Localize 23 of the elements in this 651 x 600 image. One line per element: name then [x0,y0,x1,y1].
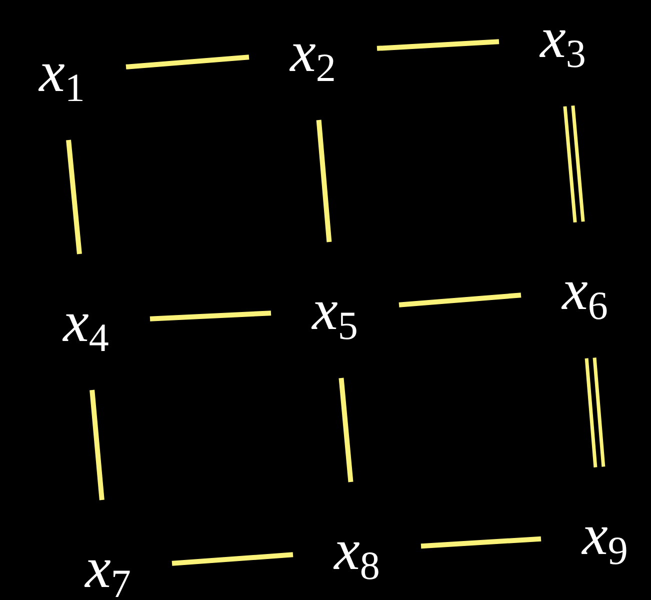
variable-label: x$_{2}$ [290,23,336,81]
connector-line [420,536,542,549]
variable-label: x$_{7}$ [85,539,131,597]
connector-line [571,106,585,222]
connector-line [172,552,294,566]
connector-line [584,358,598,468]
variable-label: x$_{8}$ [334,521,380,579]
connector-line [563,106,577,222]
variable-label: x$_{6}$ [562,261,608,319]
connector-line [398,292,522,308]
variable-label: x$_{9}$ [582,506,628,564]
connector-line [126,54,250,70]
connector-line [66,140,82,254]
variable-label: x$_{4}$ [63,293,109,351]
connector-line [338,378,354,482]
variable-label: x$_{3}$ [540,9,586,67]
connector-line [376,39,500,51]
connector-line [150,310,272,322]
connector-line [592,358,606,467]
variable-label: x$_{5}$ [312,281,358,339]
variable-label: x$_{1}$ [39,43,85,101]
connector-line [90,390,104,500]
connector-line [316,120,332,242]
